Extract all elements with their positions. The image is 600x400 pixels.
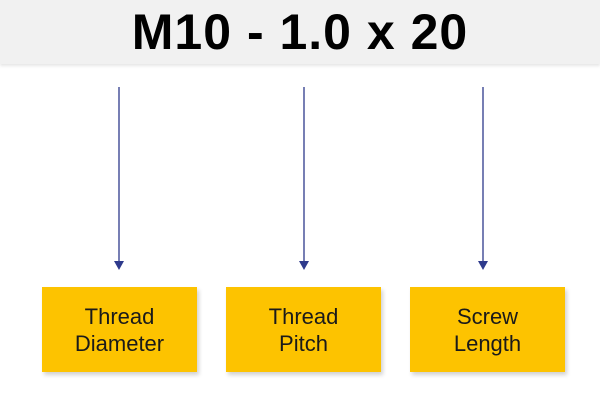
thread-pitch-label-line1: Thread [268, 303, 339, 329]
arrow-thread-diameter [114, 87, 124, 270]
screw-length-box: Screw Length [410, 287, 565, 372]
thread-diameter-label-line2: Diameter [74, 330, 165, 356]
thread-diameter-label-line1: Thread [84, 303, 155, 329]
thread-diameter-box: Thread Diameter [42, 287, 197, 372]
screw-designation-title: M10 - 1.0 x 20 [131, 4, 469, 60]
thread-pitch-label-line2: Pitch [279, 330, 328, 356]
arrow-thread-pitch [299, 87, 309, 270]
thread-pitch-box: Thread Pitch [226, 287, 381, 372]
screw-length-label-line2: Length [453, 330, 522, 356]
header-band [0, 0, 600, 64]
arrow-screw-length [478, 87, 488, 270]
screw-length-label-line1: Screw [456, 303, 519, 329]
